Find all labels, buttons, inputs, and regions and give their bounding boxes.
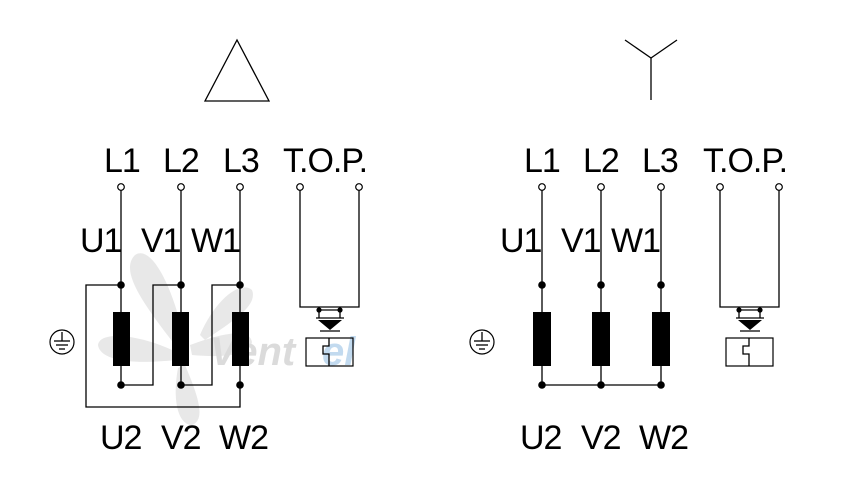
- star-label-l2: L2: [583, 142, 619, 180]
- star-terminal-top-b: [775, 183, 783, 191]
- delta-terminal-l3: [236, 183, 244, 191]
- star-terminal-l2: [597, 183, 605, 191]
- delta-terminal-top-b: [355, 183, 363, 191]
- star-label-v2: V2: [581, 419, 621, 457]
- delta-label-w2: W2: [219, 419, 268, 457]
- delta-label-v2: V2: [161, 419, 201, 457]
- triangle-symbol-icon: [203, 38, 271, 102]
- delta-label-u1: U1: [80, 222, 122, 260]
- delta-label-w1: W1: [191, 222, 240, 260]
- delta-earth-icon: [49, 329, 75, 355]
- delta-label-l3: L3: [223, 142, 259, 180]
- star-label-u2: U2: [520, 419, 562, 457]
- star-coil-u: [533, 312, 551, 366]
- delta-label-u2: U2: [100, 419, 142, 457]
- delta-coil-u: [113, 312, 130, 366]
- delta-label-l1: L1: [104, 142, 140, 180]
- star-symbol-icon: [624, 39, 678, 100]
- delta-terminal-l1: [117, 183, 125, 191]
- delta-thermal-protector-icon: [299, 190, 360, 367]
- star-terminal-top-a: [716, 183, 724, 191]
- star-thermal-protector-icon: [719, 190, 780, 367]
- delta-terminal-l2: [177, 183, 185, 191]
- delta-coil-v: [172, 312, 189, 366]
- star-coil-w: [652, 312, 670, 366]
- delta-label-l2: L2: [163, 142, 199, 180]
- star-label-u1: U1: [500, 222, 542, 260]
- delta-coil-w: [232, 312, 249, 366]
- star-label-l3: L3: [642, 142, 678, 180]
- watermark: Vent el: [98, 253, 356, 425]
- delta-label-top: T.O.P.: [283, 142, 367, 180]
- delta-terminal-top-a: [296, 183, 304, 191]
- star-terminal-l1: [538, 183, 546, 191]
- star-label-l1: L1: [524, 142, 560, 180]
- star-label-w2: W2: [639, 419, 688, 457]
- star-earth-icon: [469, 329, 495, 355]
- star-label-top: T.O.P.: [703, 142, 787, 180]
- delta-diagram: L1 L2 L3 T.O.P. U1 V1 W1 U2 V2 W2: [49, 38, 368, 457]
- star-label-w1: W1: [611, 222, 660, 260]
- watermark-text-el: el: [322, 330, 356, 374]
- delta-label-v1: V1: [141, 222, 181, 260]
- star-diagram: L1 L2 L3 T.O.P. U1 V1 W1 U2 V2 W2: [469, 39, 788, 457]
- watermark-text-vent: Vent: [210, 330, 297, 374]
- star-terminal-l3: [657, 183, 665, 191]
- star-coil-v: [592, 312, 610, 366]
- star-label-v1: V1: [561, 222, 601, 260]
